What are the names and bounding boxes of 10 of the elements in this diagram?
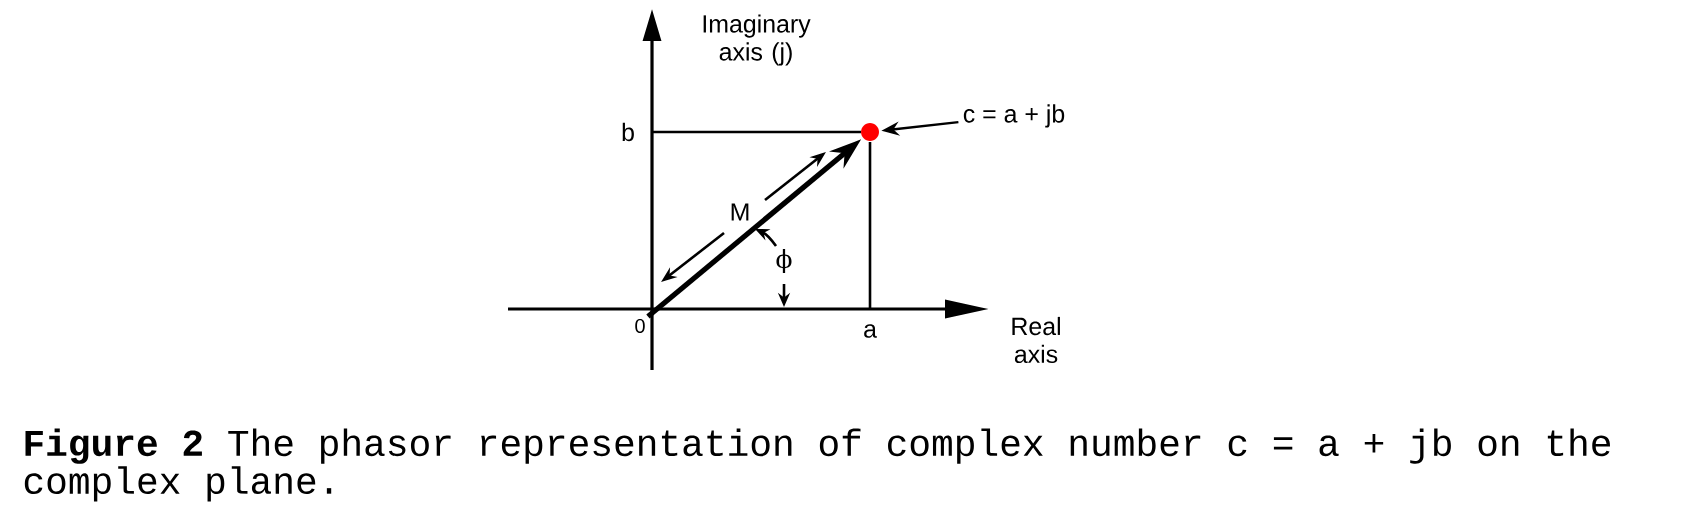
origin-label: 0 <box>635 318 645 334</box>
axis-label: Imaginary axis (j) <box>703 14 811 66</box>
value-label: a <box>864 324 877 338</box>
figure-caption: Figure 2 The phasor representation of complex number c = a + jb on the complex plane. <box>24 428 1610 502</box>
axis-label: Real axis <box>1012 316 1060 364</box>
value-label: b <box>622 122 634 142</box>
angle-label: ϕ <box>776 248 792 274</box>
magnitude-label: M <box>731 203 749 221</box>
point-label: c = a + jb <box>963 104 1065 128</box>
point-marker <box>861 123 879 141</box>
